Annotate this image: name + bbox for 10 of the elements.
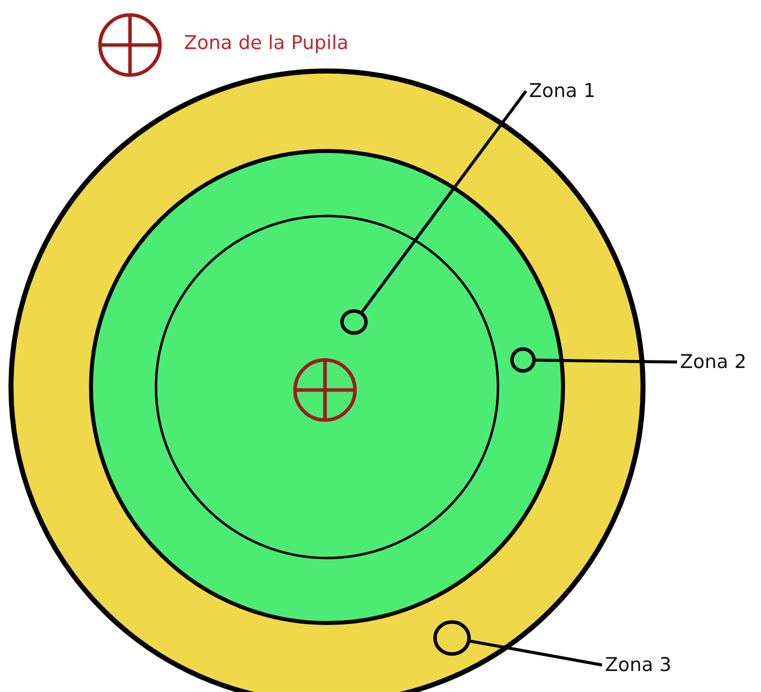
leader-line <box>360 90 528 313</box>
leader-line <box>535 358 678 364</box>
zone-label: Zona 1 <box>529 79 596 103</box>
marker-circle <box>340 309 368 335</box>
zone-label: Zona 2 <box>680 350 746 374</box>
leader-line <box>470 640 602 666</box>
marker-circle <box>510 347 536 373</box>
zone-label: Zona 3 <box>605 653 672 677</box>
legend-text: Zona de la Pupila <box>184 31 349 55</box>
marker-circle <box>433 620 471 656</box>
